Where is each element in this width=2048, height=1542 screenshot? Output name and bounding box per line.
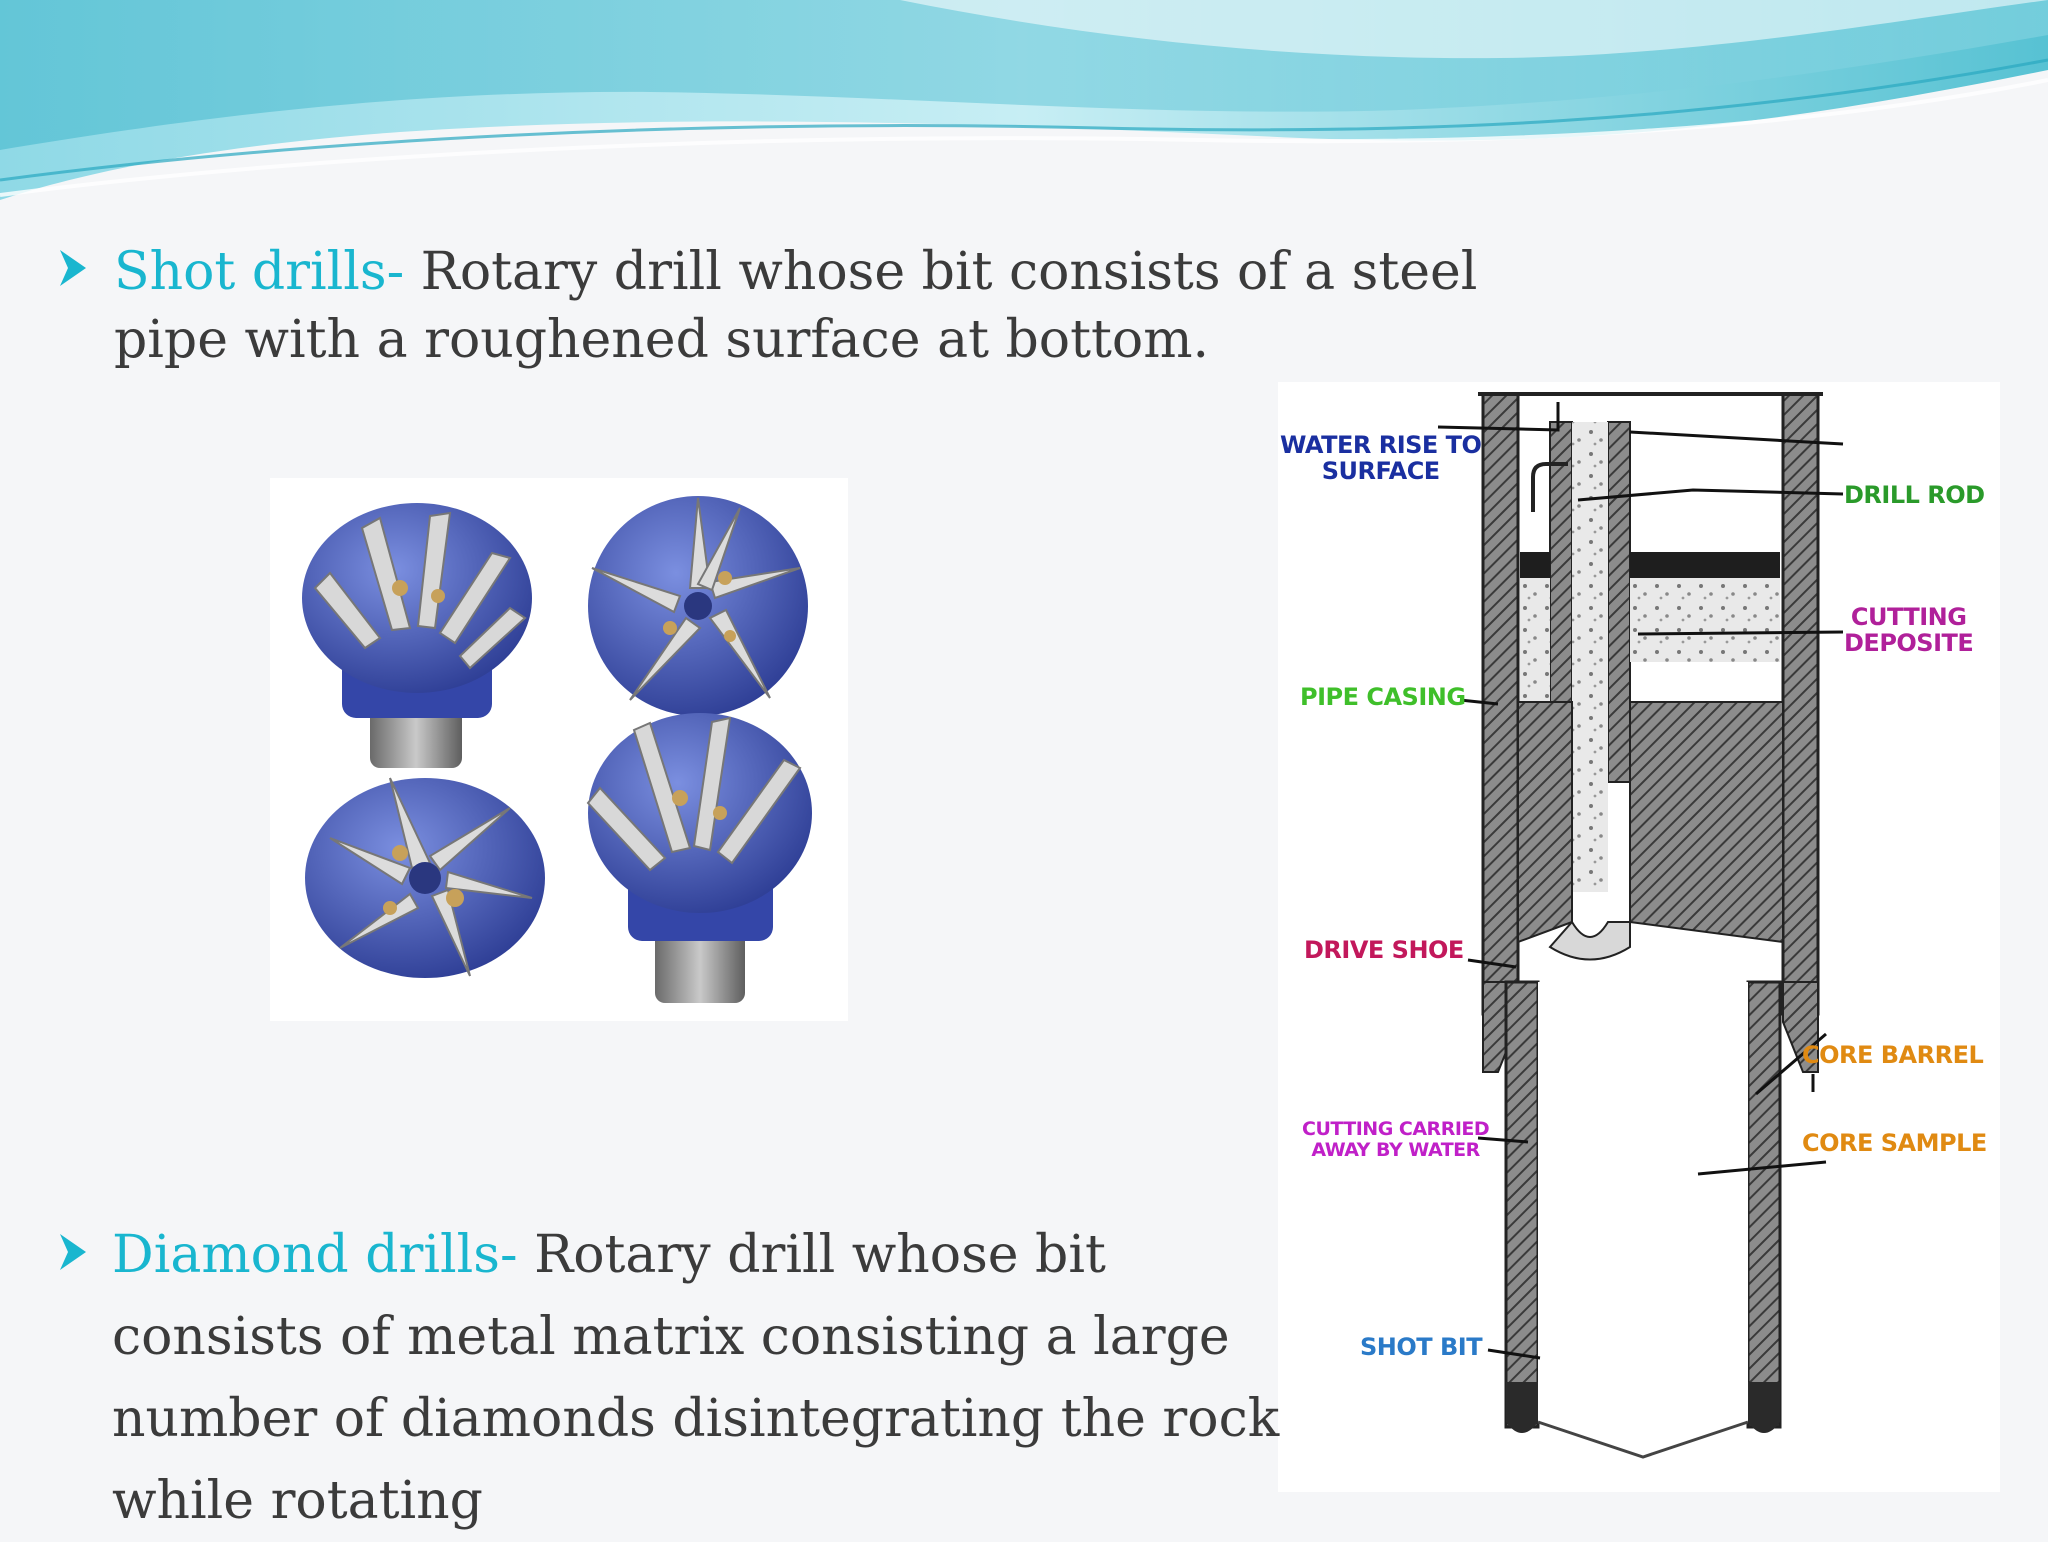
drill-bit-side-view-1 [302,503,532,768]
arrow-bullet-icon [60,1234,86,1270]
bullet-term: Shot drills- [114,242,405,302]
label-core-barrel: CORE BARREL [1802,1041,1984,1069]
bullet-text: Diamond drills- Rotary drill whose bit c… [112,1214,1283,1542]
wave-header-decoration [0,0,2048,200]
bullet-description: Rotary drill whose bit consists of a ste… [114,242,1478,370]
label-cutting-carried: CUTTING CARRIED AWAY BY WATER [1302,1118,1490,1161]
bullet-description: Rotary drill whose bit consists of metal… [112,1225,1280,1531]
arrow-bullet-icon [60,250,86,286]
label-drill-rod: DRILL ROD [1844,481,1985,509]
shot-drill-diagram: WATER RISE TO SURFACE DRILL ROD CUTTING … [1278,382,2000,1492]
drill-bit-face-view-2 [305,777,545,978]
bullet-shot-drills: Shot drills- Rotary drill whose bit cons… [58,238,1578,374]
bullet-diamond-drills: Diamond drills- Rotary drill whose bit c… [58,1214,1283,1542]
label-shot-bit: SHOT BIT [1360,1333,1483,1361]
label-pipe-casing: PIPE CASING [1300,683,1466,711]
label-drive-shoe: DRIVE SHOE [1304,936,1464,964]
diagram-drawing [1437,392,1844,1459]
pdc-drill-bits-image [270,478,848,1021]
bullet-term: Diamond drills- [112,1225,518,1285]
label-core-sample: CORE SAMPLE [1802,1129,1987,1157]
label-water-rise: WATER RISE TO SURFACE [1280,431,1482,486]
label-cutting-deposite: CUTTING DEPOSITE [1844,603,1974,658]
bullet-text: Shot drills- Rotary drill whose bit cons… [114,238,1578,374]
drill-bit-face-view-1 [588,496,808,716]
drill-bit-side-view-2 [586,713,812,1003]
